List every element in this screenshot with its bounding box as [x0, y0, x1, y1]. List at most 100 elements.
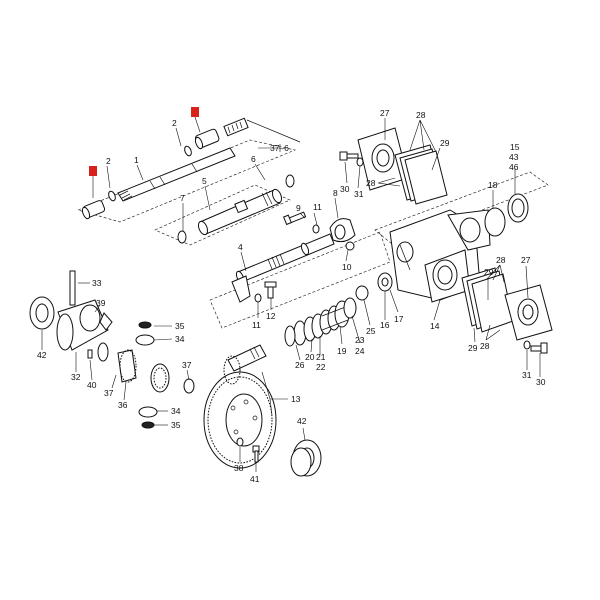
callout-28: 28	[496, 255, 506, 265]
callout-29: 29	[484, 267, 494, 277]
callout-28: 28	[416, 110, 426, 120]
callout-37: 37	[104, 388, 114, 398]
callout-30: 30	[340, 184, 350, 194]
pin	[69, 270, 76, 306]
callout-12: 12	[266, 311, 276, 321]
callout-18: 18	[488, 180, 498, 190]
clutch-pack	[293, 297, 357, 346]
callout-40: 40	[87, 380, 97, 390]
callout-5: 5	[202, 176, 207, 186]
callout-38: 38	[234, 463, 244, 473]
bolt	[282, 211, 307, 226]
callout-2: 2	[106, 156, 111, 166]
washer	[183, 378, 195, 394]
callout-8: 8	[333, 188, 338, 198]
callout-29: 29	[468, 343, 478, 353]
callout-28: 28	[366, 178, 376, 188]
callout-27: 27	[521, 255, 531, 265]
drive-pinion	[223, 344, 267, 385]
callout-20: 20	[305, 352, 315, 362]
bearing	[381, 277, 389, 287]
callout-23: 23	[355, 335, 365, 345]
callout-24: 24	[355, 346, 365, 356]
ring-gear	[203, 371, 277, 469]
washer	[108, 190, 116, 202]
bearing-right	[290, 439, 322, 477]
main-shaft	[117, 117, 301, 202]
upper-gasket-stack	[394, 144, 448, 205]
washer	[236, 437, 244, 447]
callout-4: 4	[238, 242, 243, 252]
bolt	[530, 342, 548, 354]
callout-16: 16	[380, 320, 390, 330]
callout-30: 30	[536, 377, 546, 387]
callout-37: 37	[182, 360, 192, 370]
callout-33: 33	[92, 278, 102, 288]
washer	[97, 342, 109, 362]
callout-11: 11	[313, 202, 322, 212]
assembly-outline-output-shaft	[209, 231, 391, 329]
bolt	[339, 151, 359, 161]
callout-10: 10	[342, 262, 352, 272]
pinion-gear-lower	[138, 406, 158, 429]
callout-19: 19	[337, 346, 347, 356]
callout-7: 7	[180, 193, 185, 203]
callout-13: 13	[291, 394, 301, 404]
seal-ring	[484, 207, 506, 237]
nut	[345, 241, 355, 251]
lower-cover-plate	[504, 284, 553, 341]
right-bushing	[194, 128, 220, 150]
assembly-outline-shaft	[77, 139, 296, 223]
callout-21: 21	[316, 352, 326, 362]
callout-9: 9	[296, 203, 301, 213]
washer	[312, 224, 320, 234]
side-gear	[117, 349, 137, 383]
callout-39: 39	[96, 298, 106, 308]
callout-36: 36	[118, 400, 128, 410]
callout-41: 41	[250, 474, 260, 484]
snap-ring	[284, 325, 296, 347]
washer	[254, 293, 262, 303]
highlight-marker-right	[191, 107, 199, 117]
callout-42: 42	[297, 416, 307, 426]
callout-2: 2	[172, 118, 177, 128]
callout-34: 34	[175, 334, 185, 344]
spline-sleeve	[197, 188, 283, 236]
callout-43: 43	[509, 152, 519, 162]
transfer-housing	[389, 209, 491, 303]
callout-27: 27	[380, 108, 390, 118]
bolt	[264, 281, 277, 299]
callout-31: 31	[522, 370, 532, 380]
nut	[355, 285, 369, 301]
callout-17: 17	[394, 314, 404, 324]
callout-31: 31	[354, 189, 364, 199]
bearing-left	[29, 296, 55, 330]
washer	[523, 340, 531, 350]
pinion-gear-upper	[135, 321, 155, 346]
bolt	[252, 445, 260, 463]
left-bushing	[81, 200, 106, 220]
callout-37-6: 37–6	[270, 143, 289, 153]
callout-35: 35	[171, 420, 181, 430]
callout-29: 29	[440, 138, 450, 148]
washer	[184, 145, 192, 157]
callout-42: 42	[37, 350, 47, 360]
snap-ring	[285, 174, 295, 188]
highlight-marker-left	[89, 166, 97, 176]
callout-35: 35	[175, 321, 185, 331]
callout-28: 28	[480, 341, 490, 351]
side-gear	[150, 363, 170, 393]
pin	[87, 349, 93, 359]
callout-1: 1	[134, 155, 139, 165]
callout-15: 15	[510, 142, 520, 152]
callout-11: 11	[252, 320, 261, 330]
callout-25: 25	[366, 326, 376, 336]
washer	[356, 157, 364, 167]
callout-46: 46	[509, 162, 519, 172]
callout-26: 26	[295, 360, 305, 370]
callout-14: 14	[430, 321, 440, 331]
callout-6: 6	[251, 154, 256, 164]
lower-gasket-stack	[461, 267, 514, 333]
output-shaft	[231, 233, 335, 303]
